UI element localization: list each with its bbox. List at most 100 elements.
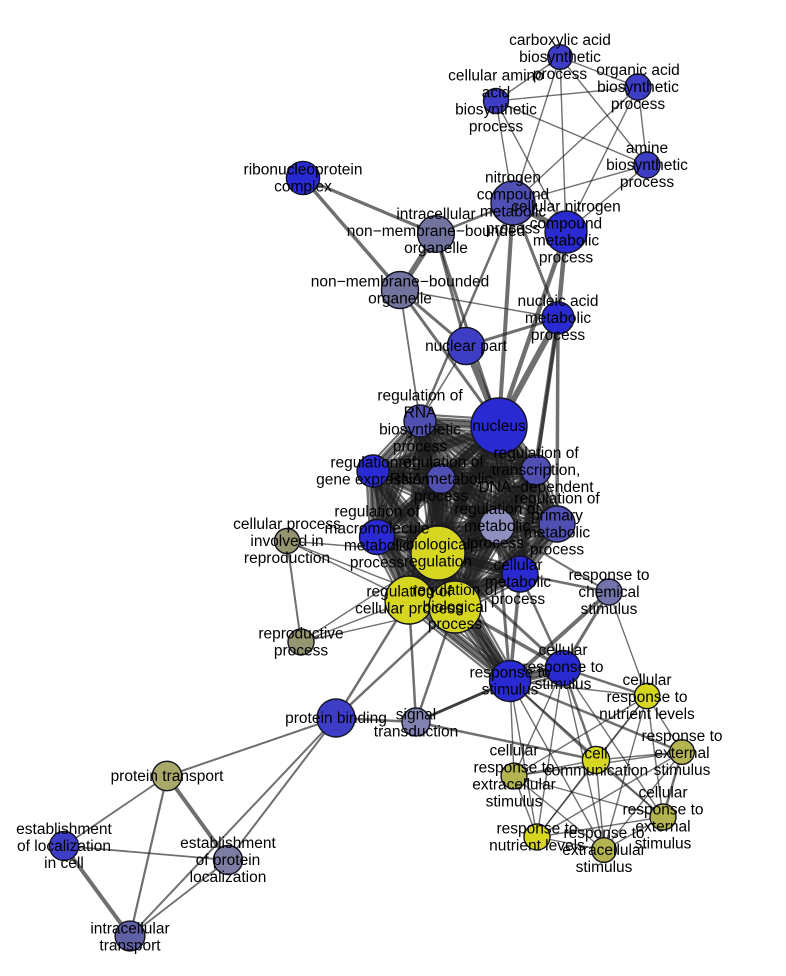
svg-text:nutrient levels: nutrient levels	[489, 838, 585, 855]
svg-text:of protein: of protein	[196, 852, 261, 869]
svg-text:regulation of: regulation of	[330, 455, 416, 472]
svg-text:signal: signal	[396, 707, 437, 724]
svg-text:nuclear part: nuclear part	[425, 338, 508, 355]
svg-text:stimulus: stimulus	[635, 836, 692, 853]
svg-text:establishment: establishment	[16, 821, 112, 838]
svg-text:biosynthetic: biosynthetic	[455, 102, 537, 119]
svg-text:carboxylic acid: carboxylic acid	[509, 32, 611, 49]
svg-text:regulation of: regulation of	[514, 491, 600, 508]
svg-text:process: process	[533, 66, 588, 83]
svg-text:response to: response to	[474, 760, 555, 777]
svg-text:establishment: establishment	[180, 835, 276, 852]
svg-text:complex: complex	[274, 179, 332, 196]
svg-text:response to: response to	[607, 689, 688, 706]
svg-text:organelle: organelle	[368, 291, 432, 308]
svg-text:organelle: organelle	[404, 240, 468, 257]
svg-text:nutrient levels: nutrient levels	[599, 706, 695, 723]
svg-text:transcription,: transcription,	[492, 462, 581, 479]
svg-text:stimulus: stimulus	[581, 601, 638, 618]
svg-text:process: process	[470, 535, 525, 552]
svg-text:transport: transport	[99, 938, 161, 955]
svg-text:localization: localization	[190, 869, 267, 886]
svg-text:metabolic: metabolic	[464, 518, 531, 535]
svg-text:intracellular: intracellular	[90, 921, 169, 938]
svg-text:process: process	[539, 250, 594, 267]
svg-text:ribonucleoprotein: ribonucleoprotein	[244, 162, 363, 179]
svg-text:cellular nitrogen: cellular nitrogen	[511, 199, 620, 216]
svg-text:response to: response to	[523, 659, 604, 676]
svg-text:cellular process: cellular process	[233, 516, 341, 533]
svg-text:process: process	[620, 174, 675, 191]
svg-text:process: process	[486, 221, 541, 238]
svg-text:non−membrane−bounded: non−membrane−bounded	[347, 223, 525, 240]
svg-text:stimulus: stimulus	[576, 859, 633, 876]
svg-text:response to: response to	[470, 665, 551, 682]
svg-text:communication: communication	[544, 763, 648, 780]
svg-text:process: process	[491, 591, 546, 608]
svg-text:chemical: chemical	[578, 584, 639, 601]
svg-text:stimulus: stimulus	[535, 676, 592, 693]
svg-text:cellular amino: cellular amino	[448, 68, 544, 85]
svg-text:metabolic: metabolic	[485, 574, 552, 591]
svg-text:biosynthetic: biosynthetic	[519, 49, 601, 66]
svg-text:process: process	[350, 555, 405, 572]
svg-text:gene expression: gene expression	[316, 472, 430, 489]
svg-text:extracellular: extracellular	[472, 777, 556, 794]
svg-text:nitrogen: nitrogen	[485, 170, 541, 187]
svg-text:biosynthetic: biosynthetic	[379, 422, 461, 439]
svg-text:process: process	[428, 616, 483, 633]
svg-text:cellular: cellular	[493, 557, 542, 574]
svg-text:response to: response to	[497, 821, 578, 838]
svg-text:non−membrane−bounded: non−membrane−bounded	[311, 274, 489, 291]
svg-text:stimulus: stimulus	[486, 794, 543, 811]
svg-text:extracellular: extracellular	[562, 842, 646, 859]
svg-text:primary: primary	[531, 508, 583, 525]
svg-text:regulation of: regulation of	[377, 388, 463, 405]
svg-text:nucleus: nucleus	[472, 418, 526, 435]
svg-text:cellular process: cellular process	[355, 601, 463, 618]
svg-text:compound: compound	[477, 187, 549, 204]
svg-text:organic acid: organic acid	[596, 62, 680, 79]
svg-text:biosynthetic: biosynthetic	[606, 157, 688, 174]
svg-text:process: process	[530, 542, 585, 559]
svg-text:RNA: RNA	[404, 405, 437, 422]
svg-text:metabolic: metabolic	[533, 233, 600, 250]
svg-text:biosynthetic: biosynthetic	[597, 79, 679, 96]
svg-text:protein binding: protein binding	[285, 710, 387, 727]
svg-text:RNA metabolic: RNA metabolic	[390, 471, 493, 488]
svg-text:cellular: cellular	[638, 785, 687, 802]
svg-text:nucleic acid: nucleic acid	[518, 293, 599, 310]
svg-text:regulation of: regulation of	[412, 582, 498, 599]
svg-text:process: process	[469, 119, 524, 136]
svg-text:biological: biological	[423, 599, 488, 616]
svg-text:reproductive: reproductive	[258, 626, 343, 643]
svg-text:metabolic: metabolic	[480, 204, 547, 221]
svg-text:process: process	[611, 96, 666, 113]
svg-text:transduction: transduction	[374, 724, 458, 741]
svg-text:protein transport: protein transport	[111, 768, 225, 785]
svg-text:intracellular: intracellular	[396, 206, 475, 223]
svg-text:metabolic: metabolic	[524, 525, 591, 542]
svg-text:regulation of: regulation of	[454, 501, 540, 518]
svg-text:in cell: in cell	[44, 855, 84, 872]
svg-text:process: process	[414, 488, 469, 505]
svg-text:reproduction: reproduction	[244, 550, 330, 567]
svg-text:regulation of: regulation of	[493, 445, 579, 462]
svg-text:compound: compound	[530, 216, 602, 233]
svg-text:regulation of: regulation of	[334, 504, 420, 521]
svg-text:metabolic: metabolic	[344, 538, 411, 555]
svg-text:response to: response to	[623, 802, 704, 819]
svg-text:DNA−dependent: DNA−dependent	[478, 479, 594, 496]
svg-text:external: external	[654, 745, 709, 762]
svg-text:cell: cell	[584, 746, 607, 763]
svg-text:process: process	[393, 439, 448, 456]
svg-text:response to: response to	[569, 567, 650, 584]
svg-text:external: external	[635, 819, 690, 836]
svg-text:biological: biological	[406, 537, 471, 554]
svg-text:metabolic: metabolic	[525, 310, 592, 327]
svg-text:of localization: of localization	[17, 838, 111, 855]
svg-text:regulation: regulation	[404, 554, 472, 571]
svg-text:stimulus: stimulus	[654, 762, 711, 779]
svg-text:process: process	[531, 327, 586, 344]
svg-text:macromolecule: macromolecule	[324, 521, 429, 538]
